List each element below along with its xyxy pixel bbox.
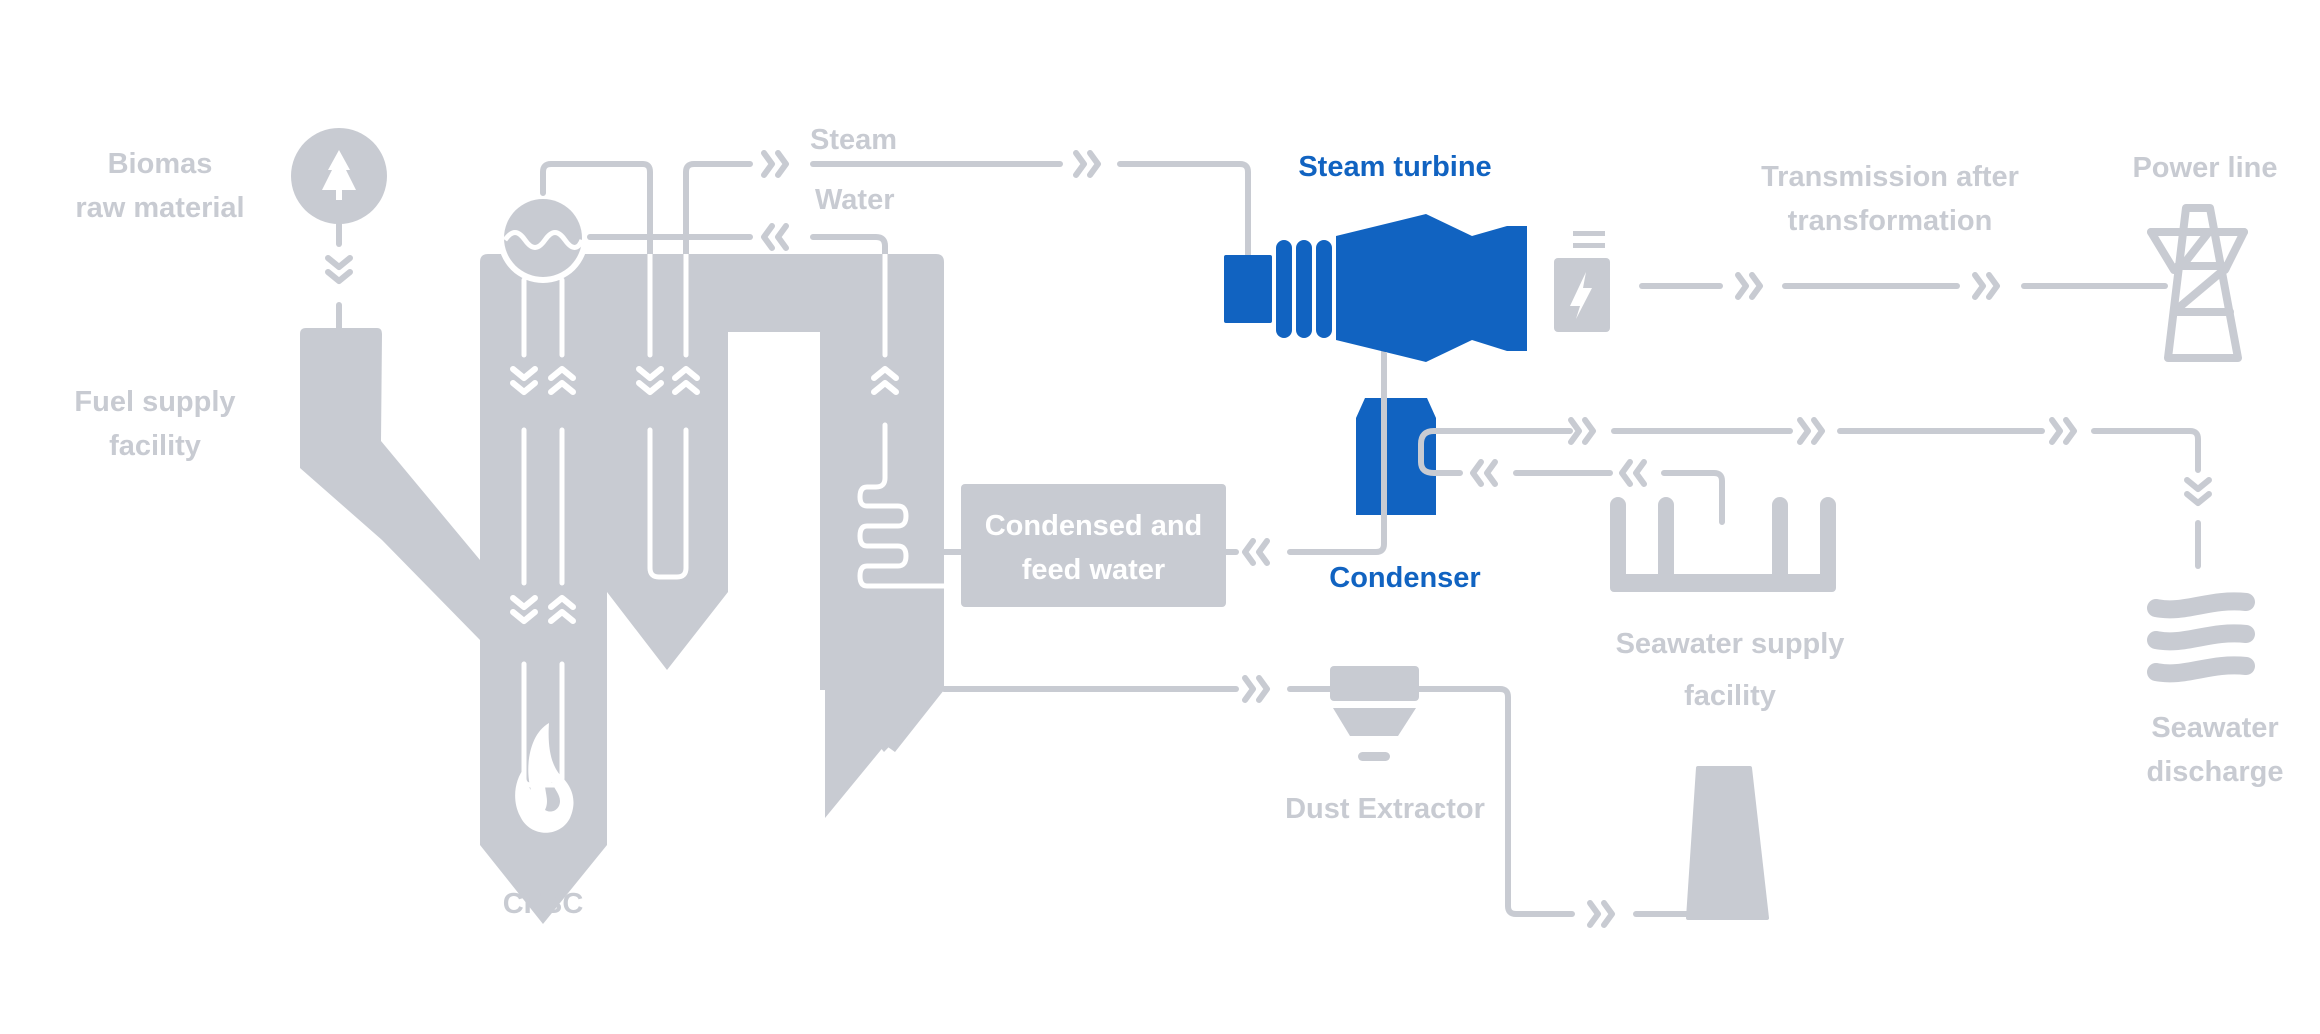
steam-label: Steam bbox=[810, 124, 898, 156]
biomass-label-line2: raw material bbox=[75, 192, 245, 224]
battery-bolt-icon bbox=[1554, 231, 1610, 332]
steam-drum bbox=[498, 193, 588, 283]
furnace-tubes bbox=[513, 277, 947, 788]
fuel-supply-label-line1: Fuel supply bbox=[74, 386, 236, 418]
chimney-icon bbox=[1686, 766, 1769, 920]
tree-icon bbox=[322, 150, 356, 200]
biomass-node bbox=[291, 128, 387, 224]
right-arrow-icon bbox=[764, 153, 786, 175]
water-label: Water bbox=[815, 184, 895, 216]
left-arrow-icon bbox=[1622, 462, 1644, 484]
seawater-supply-facility bbox=[1610, 497, 1836, 592]
cfbc-furnace bbox=[480, 254, 944, 924]
right-arrow-icon bbox=[1076, 153, 1098, 175]
biomass-to-fuel-pipe bbox=[328, 221, 350, 333]
condenser-label: Condenser bbox=[1329, 562, 1481, 594]
seawater-supply-label: Seawater supply facility bbox=[1580, 618, 1880, 722]
seawater-discharge-label-line1: Seawater bbox=[2151, 712, 2279, 744]
right-arrow-icon bbox=[1245, 678, 1267, 700]
flue-gas-pipe bbox=[941, 678, 1693, 925]
fuel-supply-label-line2: facility bbox=[109, 430, 201, 462]
cfbc-label: CFBC bbox=[502, 888, 584, 920]
right-arrow-icon bbox=[2052, 420, 2074, 442]
transmission-label: Transmission after transformation bbox=[1720, 155, 2060, 243]
power-tower-icon bbox=[2147, 204, 2248, 362]
fuel-supply-chute bbox=[300, 328, 480, 640]
biomass-label: Biomas raw material bbox=[55, 142, 265, 230]
right-arrow-icon bbox=[1975, 275, 1997, 297]
turbine-casing bbox=[1336, 214, 1527, 362]
water-wave-icon bbox=[502, 230, 585, 250]
right-arrow-icon bbox=[1738, 275, 1760, 297]
condensed-feed-water-box bbox=[961, 484, 1226, 607]
fuel-supply-label: Fuel supply facility bbox=[55, 380, 255, 468]
transmission-label-line1: Transmission after bbox=[1761, 161, 2019, 193]
left-arrow-icon bbox=[1473, 462, 1495, 484]
right-arrow-icon bbox=[1590, 903, 1612, 925]
left-arrow-icon bbox=[764, 226, 786, 248]
left-arrow-icon bbox=[1245, 541, 1267, 563]
down-arrow-icon bbox=[2187, 480, 2209, 503]
inner-pipe-segments bbox=[647, 254, 888, 300]
turbine-coupling bbox=[1224, 255, 1272, 323]
seawater-supply-label-line1: Seawater supply bbox=[1615, 628, 1845, 660]
condenser bbox=[1356, 398, 1436, 515]
condensed-feed-label-line1: Condensed and bbox=[984, 510, 1203, 542]
boiler-body bbox=[300, 254, 944, 924]
power-line-label: Power line bbox=[2132, 152, 2278, 184]
steam-turbine bbox=[1224, 214, 1527, 362]
transmission-pipe bbox=[1639, 275, 2168, 297]
right-arrow-icon bbox=[1571, 420, 1593, 442]
seawater-discharge-label-line2: discharge bbox=[2146, 756, 2284, 788]
transmission-label-line2: transformation bbox=[1787, 205, 1993, 237]
steam-water-pipes bbox=[540, 153, 1251, 258]
dust-extractor-label: Dust Extractor bbox=[1285, 793, 1485, 825]
seawater-pipes bbox=[1418, 420, 2209, 569]
condenser-return-pipe bbox=[941, 349, 1387, 563]
right-arrow-icon bbox=[1800, 420, 1822, 442]
seawater-supply-label-line2: facility bbox=[1684, 680, 1776, 712]
biomass-label-line1: Biomas bbox=[107, 148, 213, 180]
condensed-feed-label-line2: feed water bbox=[1021, 554, 1166, 586]
steam-turbine-label: Steam turbine bbox=[1298, 151, 1492, 183]
condensed-feed-water-label: Condensed and feed water bbox=[961, 504, 1226, 592]
down-arrow-icon bbox=[328, 258, 350, 281]
dust-extractor bbox=[1330, 666, 1419, 761]
seawater-discharge-label: Seawater discharge bbox=[2110, 706, 2320, 794]
flame-icon bbox=[515, 723, 574, 833]
waves-icon bbox=[2147, 592, 2255, 683]
